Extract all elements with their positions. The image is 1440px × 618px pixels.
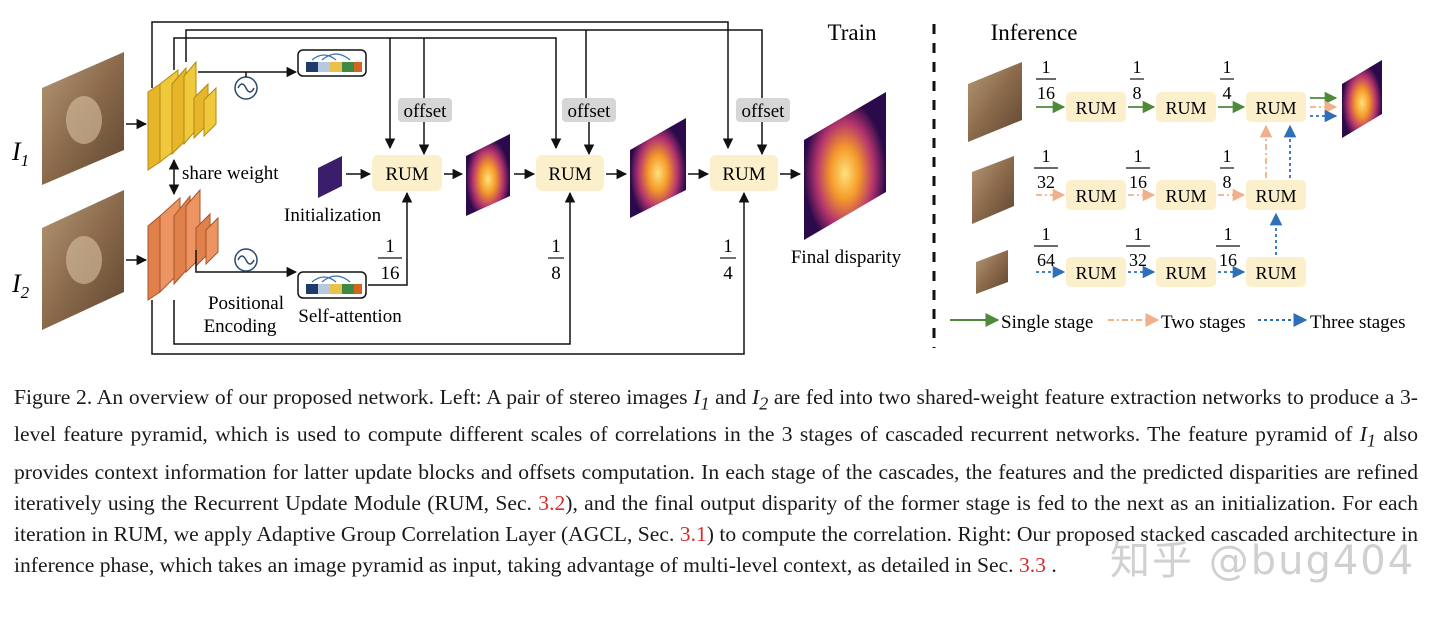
- feature-extractor-1: [147, 60, 217, 171]
- svg-text:1: 1: [1223, 146, 1232, 166]
- scale-fraction-8: 1 8: [548, 236, 564, 284]
- svg-text:16: 16: [381, 263, 400, 284]
- svg-text:1: 1: [1134, 224, 1143, 244]
- svg-text:8: 8: [1133, 83, 1142, 103]
- svg-text:1: 1: [723, 236, 733, 257]
- train-title: Train: [828, 20, 877, 45]
- svg-text:1: 1: [551, 236, 561, 257]
- svg-text:offset: offset: [568, 101, 612, 122]
- svg-text:RUM: RUM: [722, 164, 765, 185]
- initialization-map: [318, 156, 342, 198]
- svg-text:offset: offset: [404, 101, 448, 122]
- svg-text:1: 1: [1042, 224, 1051, 244]
- svg-text:RUM: RUM: [1165, 98, 1206, 118]
- svg-text:RUM: RUM: [1255, 98, 1296, 118]
- svg-text:8: 8: [551, 263, 561, 284]
- svg-text:offset: offset: [742, 101, 786, 122]
- svg-text:RUM: RUM: [1075, 186, 1116, 206]
- self-attention-block-1: [297, 49, 367, 77]
- legend-two-stages: Two stages: [1161, 312, 1246, 333]
- input-image-2: [42, 190, 124, 330]
- svg-text:8: 8: [1223, 172, 1232, 192]
- svg-text:RUM: RUM: [1165, 263, 1206, 283]
- final-disparity-map: [804, 92, 886, 240]
- inference-image-medium: [972, 156, 1014, 224]
- diagram-canvas: I1 I2 share weight: [11, 20, 1405, 355]
- scale-fraction-4: 1 4: [720, 236, 736, 284]
- svg-text:64: 64: [1037, 250, 1055, 270]
- inference-image-small: [976, 250, 1008, 294]
- positional-encoding-label-1: Positional: [208, 293, 284, 314]
- svg-text:RUM: RUM: [1075, 263, 1116, 283]
- section-ref-3-3[interactable]: 3.3: [1018, 552, 1046, 577]
- svg-text:RUM: RUM: [1255, 186, 1296, 206]
- svg-text:RUM: RUM: [1255, 263, 1296, 283]
- offset-box-1: offset: [398, 98, 452, 122]
- input-label-2: I2: [11, 269, 30, 302]
- legend-three-stages: Three stages: [1310, 312, 1405, 333]
- svg-text:4: 4: [723, 263, 733, 284]
- svg-text:1: 1: [1134, 146, 1143, 166]
- train-rum-2: RUM: [536, 155, 604, 191]
- inference-title: Inference: [991, 20, 1078, 45]
- inference-output-map: [1342, 60, 1382, 138]
- svg-text:1: 1: [1223, 57, 1232, 77]
- legend: Single stage Two stages Three stages: [950, 312, 1405, 333]
- inference-row-1: 1 16 RUM 1 8 RUM 1 4 RUM: [1036, 57, 1306, 122]
- train-rum-3: RUM: [710, 155, 778, 191]
- final-disparity-label: Final disparity: [791, 247, 902, 268]
- svg-text:16: 16: [1219, 250, 1237, 270]
- inference-row-2: 1 32 RUM 1 16 RUM 1 8 RUM: [1034, 146, 1306, 210]
- svg-text:16: 16: [1037, 83, 1055, 103]
- share-weight-label: share weight: [182, 163, 279, 184]
- svg-text:RUM: RUM: [548, 164, 591, 185]
- svg-text:1: 1: [385, 236, 395, 257]
- offset-box-2: offset: [562, 98, 616, 122]
- svg-text:4: 4: [1223, 83, 1232, 103]
- initialization-label: Initialization: [284, 205, 382, 226]
- svg-text:1: 1: [1133, 57, 1142, 77]
- svg-text:32: 32: [1037, 172, 1055, 192]
- disparity-map-2: [630, 118, 686, 218]
- figure-caption: Figure 2. An overview of our proposed ne…: [14, 385, 1418, 577]
- scale-fraction-16: 1 16: [378, 236, 402, 284]
- self-attention-block-2: [297, 271, 367, 299]
- legend-single-stage: Single stage: [1001, 312, 1093, 333]
- svg-text:32: 32: [1129, 250, 1147, 270]
- svg-text:16: 16: [1129, 172, 1147, 192]
- svg-text:RUM: RUM: [385, 164, 428, 185]
- inference-row-3: 1 64 RUM 1 32 RUM 1 16 RUM: [1034, 224, 1306, 287]
- svg-text:RUM: RUM: [1075, 98, 1116, 118]
- offset-box-3: offset: [736, 98, 790, 122]
- input-label-1: I1: [11, 137, 29, 170]
- svg-text:RUM: RUM: [1165, 186, 1206, 206]
- figure-diagram: I1 I2 share weight: [11, 20, 1405, 355]
- train-rum-1: RUM: [372, 155, 442, 191]
- input-image-1: [42, 52, 124, 185]
- svg-text:1: 1: [1042, 146, 1051, 166]
- section-ref-3-1[interactable]: 3.1: [679, 521, 707, 546]
- svg-text:1: 1: [1224, 224, 1233, 244]
- positional-encoding-label-2: Encoding: [204, 316, 277, 337]
- svg-text:1: 1: [1042, 57, 1051, 77]
- inference-image-large: [968, 62, 1022, 142]
- self-attention-label: Self-attention: [298, 306, 402, 327]
- feature-extractor-2: [147, 188, 219, 301]
- section-ref-3-2[interactable]: 3.2: [538, 490, 566, 515]
- disparity-map-1: [466, 134, 510, 216]
